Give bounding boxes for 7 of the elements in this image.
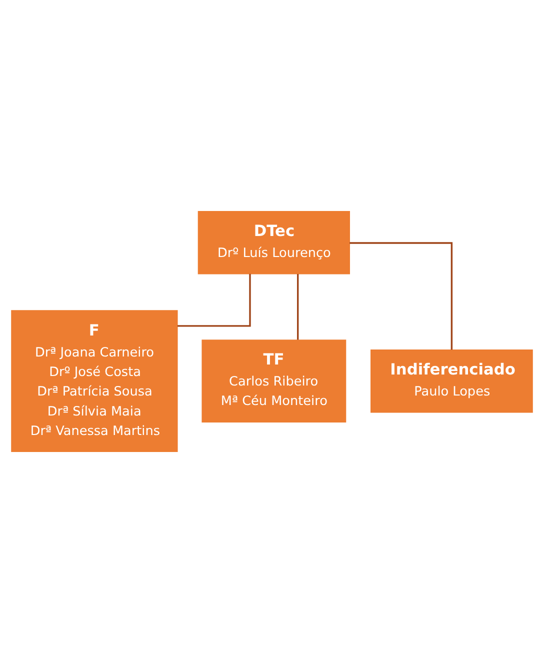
node-box: TF Carlos Ribeiro Mª Céu Monteiro bbox=[202, 339, 346, 422]
node-box: Indiferenciado Paulo Lopes bbox=[370, 348, 533, 412]
connector bbox=[350, 242, 453, 350]
node-box: DTec Drº Luís Lourenço bbox=[198, 210, 350, 274]
connector bbox=[177, 273, 251, 326]
connector bbox=[297, 274, 299, 340]
node-box: F Drª Joana Carneiro Drº José Costa Drª Patrícia Sousa Drª Sílvia Maia Drª Vanessa Martins bbox=[11, 310, 178, 452]
